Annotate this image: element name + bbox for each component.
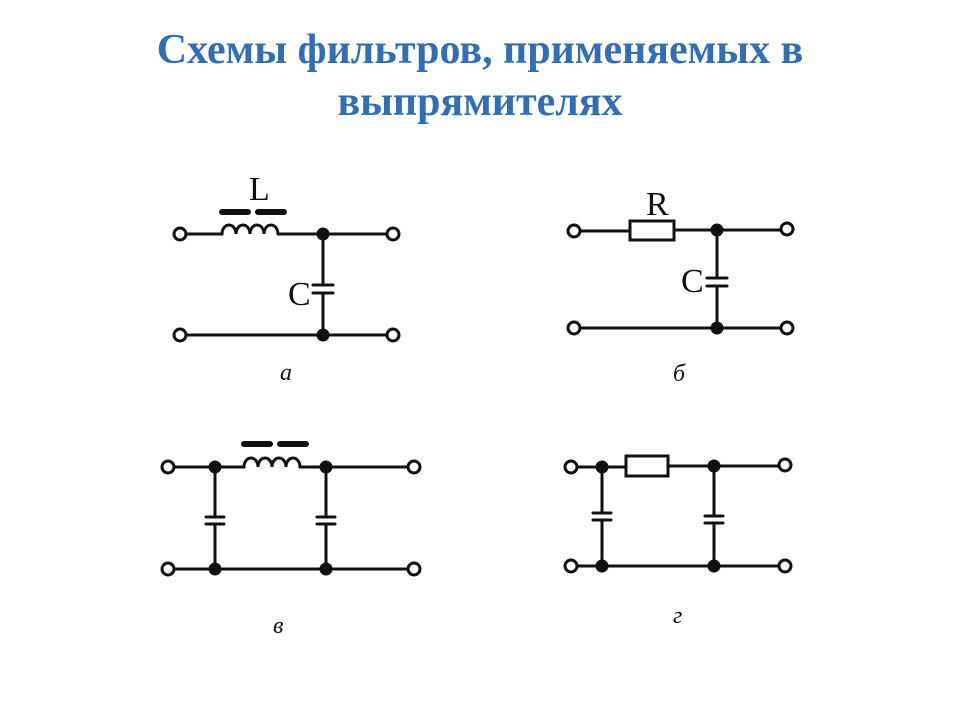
node-g-2 <box>595 559 609 573</box>
title-line-1: Схемы фильтров, применяемых в <box>156 27 804 73</box>
inductor-a <box>220 223 280 236</box>
circuit-a: L C а <box>172 171 401 386</box>
node-a-bottom <box>316 328 330 342</box>
resistor-g <box>624 454 670 478</box>
terminal-v-in-bottom <box>160 561 176 577</box>
inductor-label-a: L <box>249 171 270 208</box>
node-v-3 <box>319 460 333 474</box>
terminal-g-in-top <box>563 459 579 475</box>
resistor-label-b: R <box>646 186 669 223</box>
slide-title: Схемы фильтров, применяемых в выпрямител… <box>0 24 960 128</box>
circuit-v: в <box>160 441 422 639</box>
terminal-v-in-top <box>160 459 176 475</box>
capacitor-g2-plates <box>703 514 725 525</box>
node-g-1 <box>595 460 609 474</box>
terminal-g-out-bottom <box>777 558 793 574</box>
caption-v: в <box>273 613 283 639</box>
capacitor-a-plates <box>311 283 335 295</box>
terminal-v-out-bottom <box>406 561 422 577</box>
capacitor-label-b: C <box>681 263 704 300</box>
caption-g: г <box>673 603 682 629</box>
terminal-a-out-top <box>385 226 401 242</box>
terminal-b-in-bottom <box>566 320 582 336</box>
circuit-b: R C б <box>566 186 795 387</box>
node-b-bottom <box>710 321 724 335</box>
title-line-2: выпрямителях <box>337 79 623 125</box>
terminal-a-in-bottom <box>172 327 188 343</box>
node-v-1 <box>208 460 222 474</box>
capacitor-v2-plates <box>315 515 337 526</box>
node-v-2 <box>208 562 222 576</box>
terminal-b-in-top <box>566 223 582 239</box>
terminal-v-out-top <box>406 459 422 475</box>
inductor-v <box>242 456 302 469</box>
terminal-a-in-top <box>172 226 188 242</box>
terminal-b-out-bottom <box>779 320 795 336</box>
node-b-top <box>710 223 724 237</box>
terminal-g-out-top <box>777 457 793 473</box>
circuit-g: г <box>563 454 793 629</box>
terminal-g-in-bottom <box>563 558 579 574</box>
capacitor-label-a: C <box>288 276 311 313</box>
caption-b: б <box>673 361 686 387</box>
resistor-b <box>628 219 676 242</box>
node-g-4 <box>707 559 721 573</box>
node-v-4 <box>319 562 333 576</box>
caption-a: а <box>280 360 292 386</box>
node-a-top <box>316 227 330 241</box>
terminal-a-out-bottom <box>385 327 401 343</box>
capacitor-v1-plates <box>204 515 226 526</box>
terminal-b-out-top <box>779 221 795 237</box>
capacitor-g1-plates <box>591 511 613 522</box>
capacitor-b-plates <box>705 276 729 288</box>
node-g-3 <box>707 459 721 473</box>
